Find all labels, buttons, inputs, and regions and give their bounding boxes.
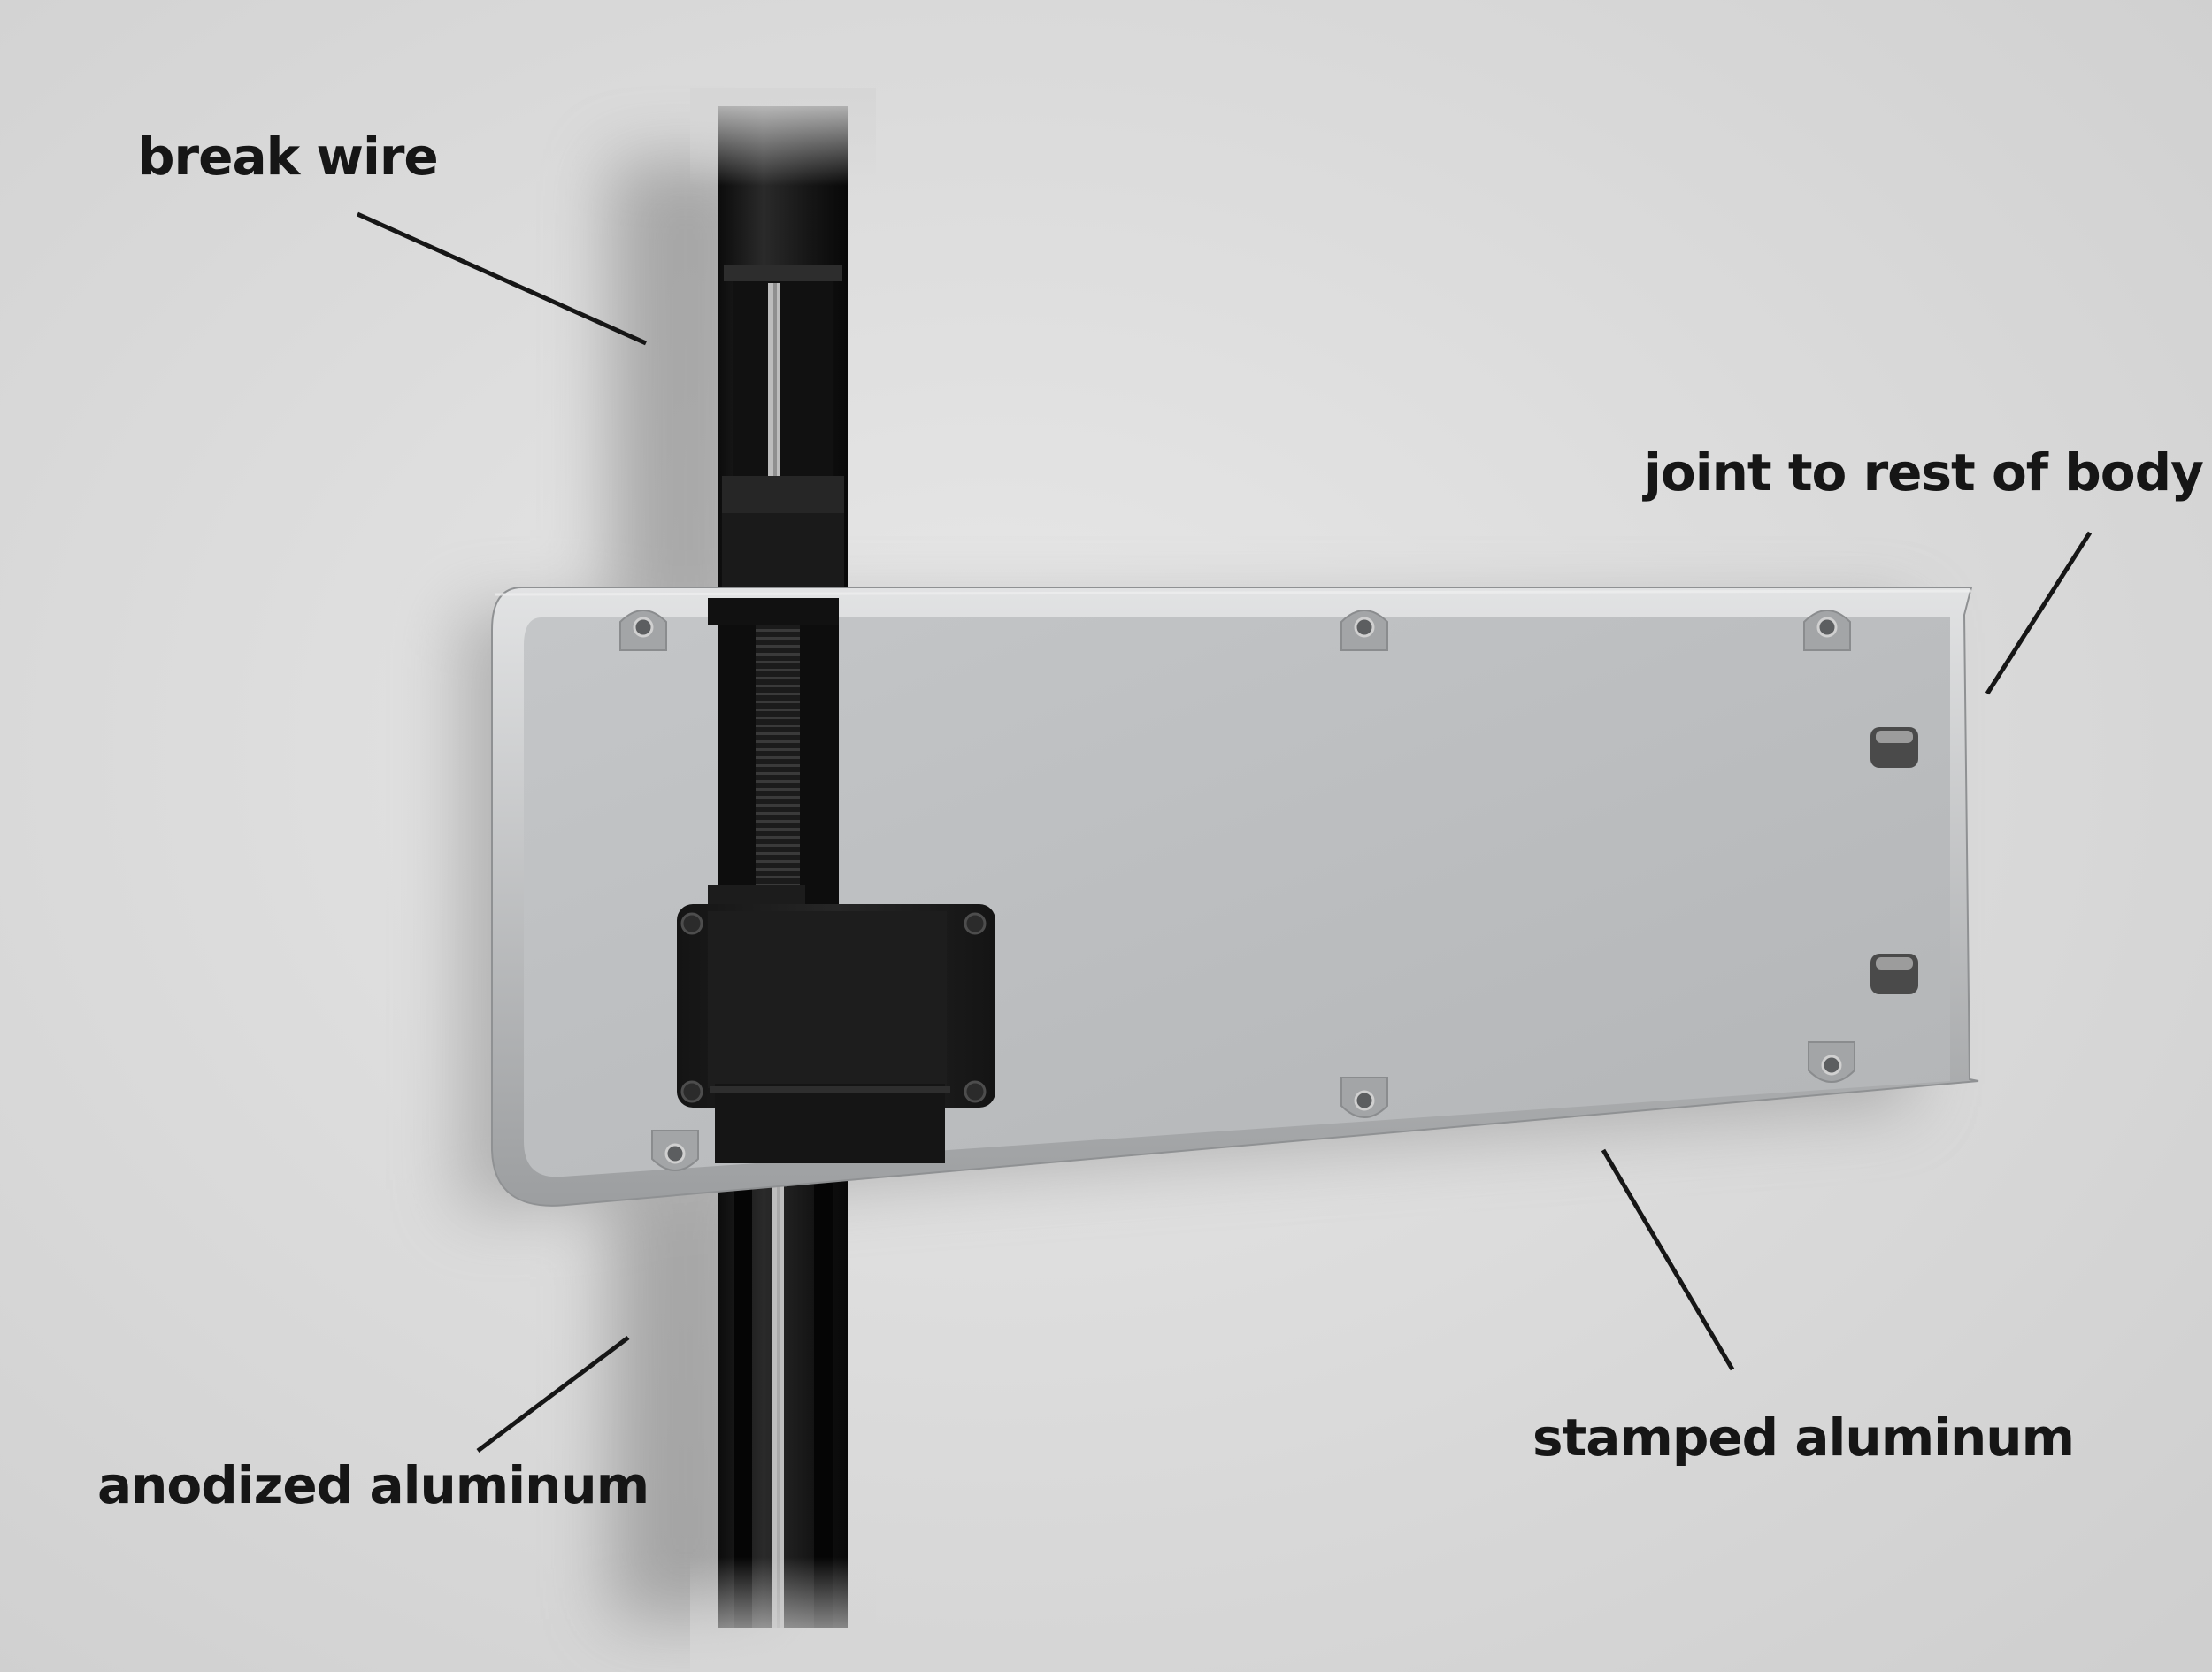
clamp-block — [677, 904, 995, 1163]
leader-anodized — [476, 1336, 630, 1453]
label-stamped-aluminum: stamped aluminum — [1532, 1407, 2075, 1468]
screw-icon — [680, 912, 703, 935]
magnet-icon — [1870, 727, 1918, 768]
rail-fade-bottom — [690, 1557, 876, 1672]
magnet-icon — [1870, 954, 1918, 994]
label-joint: joint to rest of body — [1644, 442, 2204, 502]
label-anodized-aluminum: anodized aluminum — [97, 1455, 649, 1515]
mount-hole-icon — [1340, 1077, 1388, 1118]
screw-icon — [964, 1080, 987, 1103]
mount-hole-icon — [1803, 610, 1851, 651]
spring-section — [708, 598, 839, 920]
mount-hole-icon — [1808, 1041, 1855, 1083]
screw-icon — [964, 912, 987, 935]
leader-stamped — [1601, 1148, 1735, 1371]
rail-fade-top — [690, 88, 876, 186]
mount-hole-icon — [619, 610, 667, 651]
leader-joint — [1985, 531, 2093, 695]
label-break-wire: break wire — [138, 127, 439, 187]
leader-break-wire — [356, 211, 648, 346]
mount-hole-icon — [651, 1130, 699, 1171]
mount-hole-icon — [1340, 610, 1388, 651]
break-wire-window — [722, 265, 844, 593]
screw-icon — [680, 1080, 703, 1103]
